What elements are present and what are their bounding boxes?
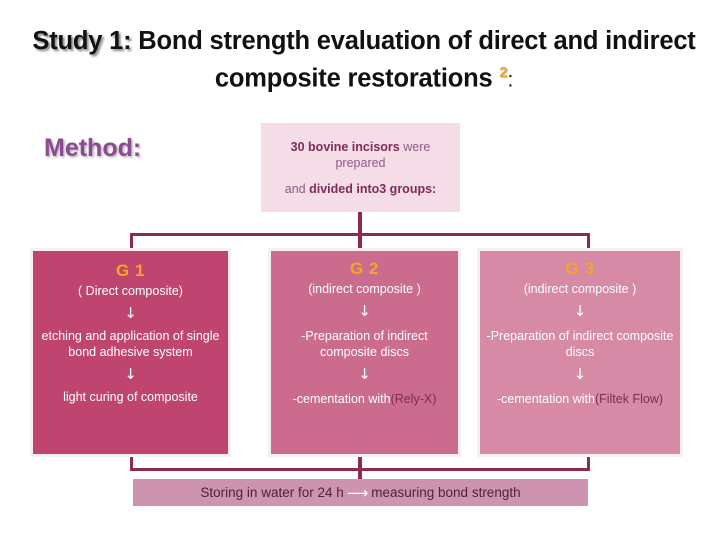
down-arrow-icon: ↓ <box>573 365 587 383</box>
sample-line-2-prefix: and <box>284 181 310 196</box>
study-label: Study 1: <box>32 27 132 55</box>
connector-bottom-stem <box>358 457 362 481</box>
group-title-g1: G 1 <box>116 261 145 280</box>
down-arrow-icon: ↓ <box>358 302 371 320</box>
group-step2-g1: light curing of composite <box>59 389 202 405</box>
title-main-text: Bond strength evaluation of direct and i… <box>131 27 696 93</box>
group-step2-g3: -cementation with(Filtek Flow) <box>493 391 667 407</box>
group-step2-text-g2: -cementation with <box>292 392 391 406</box>
sample-line-2: and divided into3 groups: <box>285 181 436 197</box>
group-step1-g3: -Preparation of indirect composite discs <box>486 329 674 359</box>
outcome-left-text: Storing in water for 24 h <box>200 485 344 500</box>
group-subtitle-g3: (indirect composite ) <box>523 282 637 296</box>
group-title-g3: G 3 <box>565 259 595 278</box>
group-title-g2: G 2 <box>350 259 379 278</box>
sample-count-bold: 30 bovine incisors <box>290 139 400 154</box>
sample-preparation-box: 30 bovine incisors were prepared and div… <box>261 123 460 212</box>
down-arrow-icon: ↓ <box>124 304 137 322</box>
down-arrow-icon: ↓ <box>124 365 137 383</box>
group-step2-material-g3: (Filtek Flow) <box>594 392 664 406</box>
group-step1-g1: etching and application of single bond a… <box>41 329 220 359</box>
group-step1-g2: -Preparation of indirect composite discs <box>301 329 428 359</box>
connector-g3-drop <box>587 233 590 248</box>
connector-top-horizontal <box>130 233 590 236</box>
connector-bottom-g1-riser <box>130 457 133 471</box>
group-box-g2[interactable]: G 2 (indirect composite ) ↓ -Preparation… <box>268 248 461 457</box>
method-label: Method: <box>44 134 142 162</box>
title-superscript: 2 <box>499 64 508 81</box>
title-trailing-colon: : <box>507 68 514 92</box>
group-step2-text-g3: -cementation with <box>496 392 595 406</box>
group-step2-g2: -cementation with(Rely-X) <box>289 391 441 407</box>
sample-line-1: 30 bovine incisors were prepared <box>269 139 452 171</box>
group-box-g1[interactable]: G 1 ( Direct composite) ↓ etching and ap… <box>30 248 231 457</box>
sample-groups-bold: divided into3 groups: <box>309 181 437 196</box>
group-step2-material-g2: (Rely-X) <box>390 392 437 406</box>
sample-line-1-rest: were prepared <box>335 139 431 170</box>
group-subtitle-g2: (indirect composite ) <box>308 282 421 296</box>
down-arrow-icon: ↓ <box>573 302 587 320</box>
outcome-bar: Storing in water for 24 h ⟶ measuring bo… <box>133 479 588 506</box>
group-box-g3[interactable]: G 3 (indirect composite ) ↓ -Preparation… <box>477 248 683 457</box>
group-subtitle-g1: ( Direct composite) <box>78 284 183 298</box>
connector-top-stem <box>358 212 362 248</box>
down-arrow-icon: ↓ <box>358 365 371 383</box>
right-arrow-icon: ⟶ <box>346 483 369 502</box>
group-step2-text-g1: light curing of composite <box>63 390 198 404</box>
page-title: Study 1: Bond strength evaluation of dir… <box>20 26 708 96</box>
connector-g1-drop <box>130 233 133 248</box>
connector-bottom-g3-riser <box>587 457 590 471</box>
outcome-right-text: measuring bond strength <box>371 485 521 500</box>
